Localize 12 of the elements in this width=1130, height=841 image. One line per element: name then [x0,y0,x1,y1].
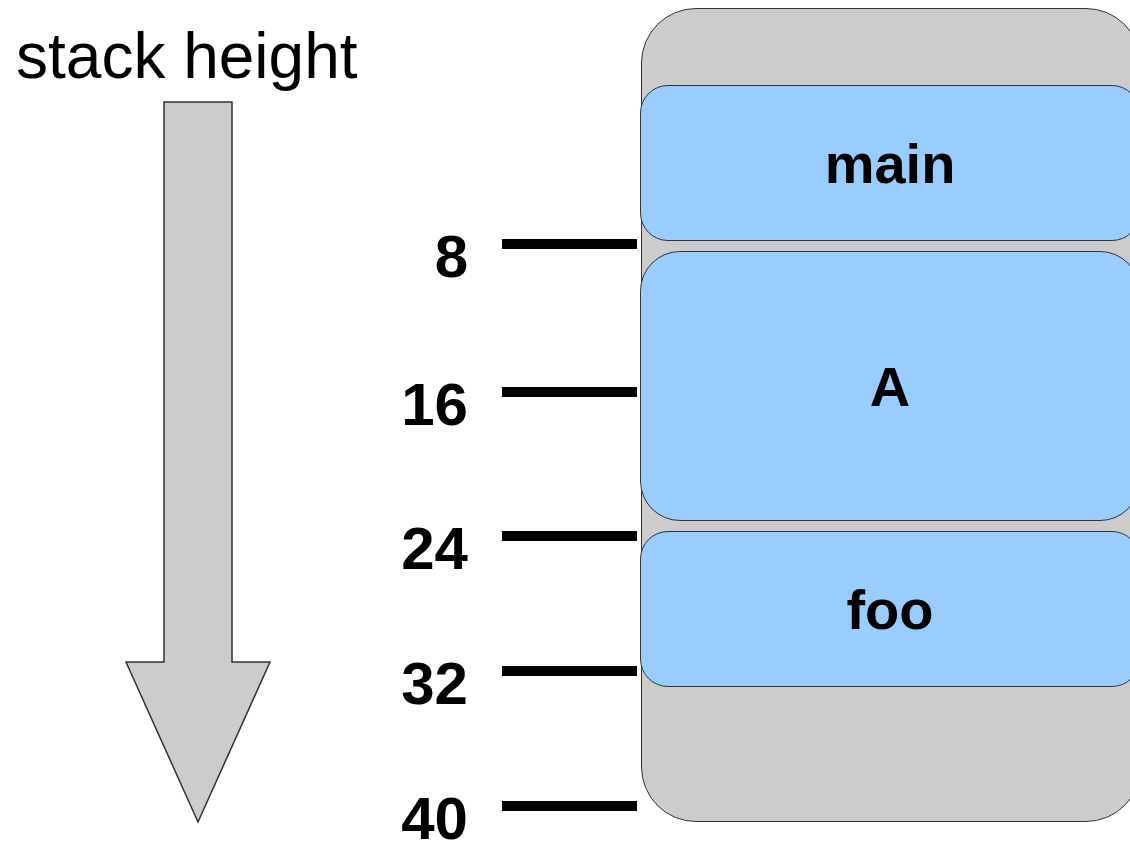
stack-block [640,251,1130,521]
tick-label: 24 [401,519,468,579]
block-label: foo [846,576,934,642]
tick-label: 8 [434,227,468,287]
tick-label: 16 [401,375,468,435]
tick-label: 40 [401,789,468,841]
stack-frame [641,8,1130,822]
block-label: A [869,353,911,419]
tick-label: 32 [401,654,468,714]
stack-block [640,531,1130,687]
block-label: main [824,130,956,196]
stack-block [640,85,1130,241]
